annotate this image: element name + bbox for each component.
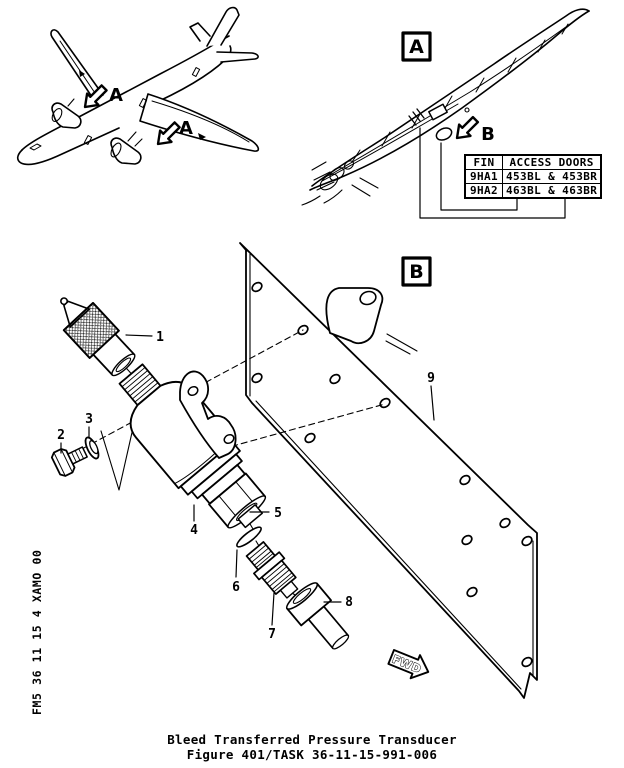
mounting-panel (239, 242, 538, 699)
callout-1: 1 (156, 330, 164, 345)
detail-a-structure (301, 8, 590, 206)
door-marks (83, 67, 201, 145)
doors-cell: 453BL & 453BR (502, 169, 602, 184)
fin-cell: 9HA2 (464, 183, 503, 199)
detail-a-box-label: A (401, 31, 432, 62)
table-row: 9HA1 453BL & 453BR (464, 169, 602, 184)
access-doors-table: FIN ACCESS DOORS 9HA1 453BL & 453BR 9HA2… (464, 154, 603, 199)
engine-near (110, 131, 143, 165)
callout-5: 5 (274, 506, 282, 521)
transducer-bracket (179, 370, 237, 459)
callout-3: 3 (85, 412, 93, 427)
overview-aircraft (16, 6, 260, 166)
table-row: 9HA2 463BL & 463BR (464, 183, 602, 199)
panel-holes (251, 281, 533, 668)
locator-arrow-b (455, 115, 480, 140)
fin-cell: 9HA1 (464, 169, 503, 184)
zone-letter-a-1: A (109, 85, 123, 106)
callout-leader-lines (60, 334, 435, 626)
callout-7: 7 (268, 627, 276, 642)
table-header-row: FIN ACCESS DOORS (464, 154, 602, 170)
part-cap-nut (285, 582, 350, 650)
detail-b-box-label: B (401, 256, 432, 287)
callout-9: 9 (427, 371, 435, 386)
detail-b-letter: B (409, 261, 423, 283)
detail-a-letter: A (409, 36, 424, 58)
table-leader-lines (419, 127, 566, 219)
panel-bracket (325, 287, 418, 355)
part-seal (236, 526, 262, 548)
sensor-hatch-marks (408, 108, 425, 126)
locator-arrow-a-2 (156, 121, 181, 146)
wing-root-fittings (301, 107, 470, 206)
doors-cell: 463BL & 463BR (502, 183, 602, 199)
part-washer (84, 436, 100, 460)
zone-letter-a-2: A (179, 118, 193, 139)
callout-4: 4 (190, 523, 198, 538)
figure-caption-number: Figure 401/TASK 36-11-15-991-006 (186, 746, 438, 762)
figure-caption-title: Bleed Transferred Pressure Transducer (167, 732, 457, 747)
part-nut (208, 472, 267, 529)
side-print-code: FM5 36 11 15 4 XAMO 00 (30, 549, 44, 715)
engine-far (51, 98, 82, 129)
zone-letter-b: B (481, 124, 495, 145)
fwd-arrow: FWD (387, 649, 430, 680)
figure-caption: Bleed Transferred Pressure Transducer Fi… (0, 732, 624, 762)
part-adapter (245, 541, 299, 599)
callout-2: 2 (57, 428, 65, 443)
callout-8: 8 (345, 595, 353, 610)
part-transducer-body (118, 363, 246, 505)
access-door-slot (428, 103, 448, 121)
access-door-oval (435, 127, 453, 141)
callout-6: 6 (232, 580, 240, 595)
wing-tick-near (198, 133, 206, 140)
part-bolt (50, 446, 88, 477)
wing-tick-far (79, 70, 85, 77)
fairing-ribs (351, 23, 569, 163)
locator-arrow-a-1 (83, 84, 108, 109)
part-connector (60, 297, 136, 377)
table-header-fin: FIN (464, 154, 503, 170)
section-break-lines (100, 427, 134, 491)
table-header-access-doors: ACCESS DOORS (502, 154, 602, 170)
